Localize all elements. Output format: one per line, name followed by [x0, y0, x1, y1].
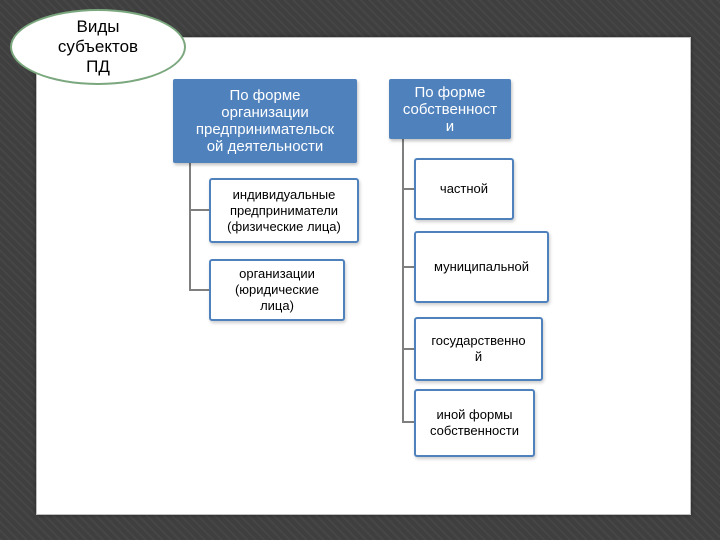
right-item-state: государственно й [414, 317, 543, 381]
left-item-organizations: организации (юридические лица) [209, 259, 345, 321]
right-category-header: По форме собственност и [389, 79, 511, 139]
right-connector-4 [402, 421, 414, 423]
right-connector-2 [402, 266, 414, 268]
right-item-private: частной [414, 158, 514, 220]
left-connector-vertical [189, 163, 191, 291]
right-connector-3 [402, 348, 414, 350]
right-connector-vertical [402, 138, 404, 423]
right-item-other-ownership: иной формы собственности [414, 389, 535, 457]
left-connector-1 [189, 209, 209, 211]
left-category-header: По форме организации предпринимательск о… [173, 79, 357, 163]
title-oval: Виды субъектов ПД [10, 9, 186, 85]
right-connector-1 [402, 188, 414, 190]
left-item-individual-entrepreneurs: индивидуальные предприниматели (физическ… [209, 178, 359, 243]
right-item-municipal: муниципальной [414, 231, 549, 303]
slide-canvas [36, 37, 691, 515]
left-connector-2 [189, 289, 209, 291]
